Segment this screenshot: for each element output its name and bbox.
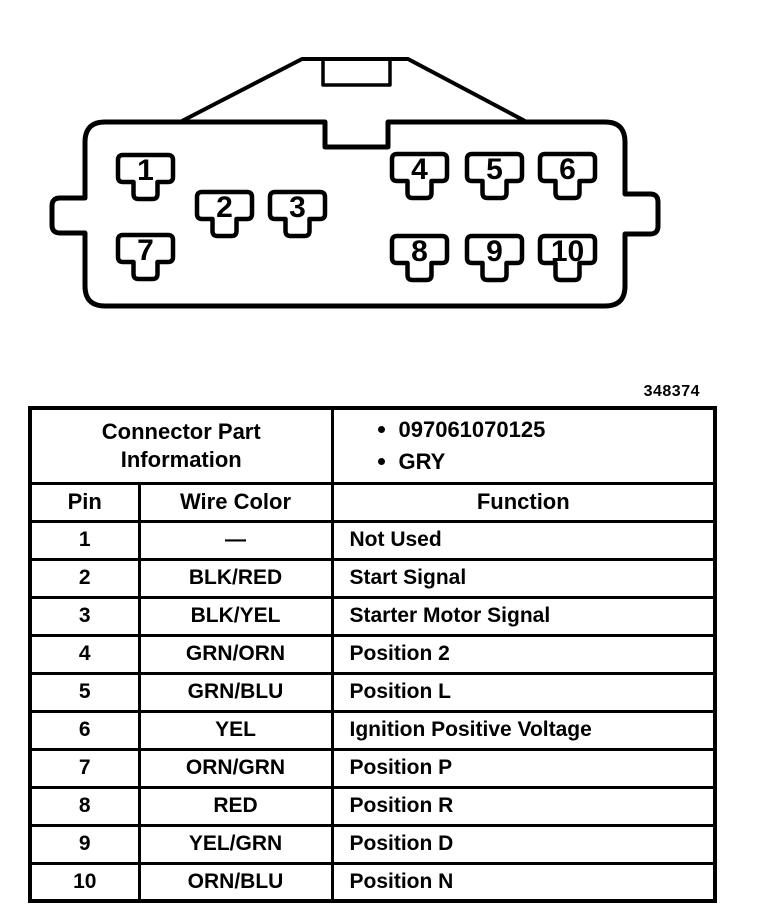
table-row: 1 — Not Used: [28, 519, 717, 561]
function-cell: Starter Motor Signal: [330, 595, 717, 637]
function-cell: Position P: [330, 747, 717, 789]
column-header-pin: Pin: [28, 481, 141, 523]
function-cell: Position 2: [330, 633, 717, 675]
part-number-item: 097061070125: [377, 414, 714, 446]
pin-9-label: 9: [486, 235, 503, 268]
function-cell: Ignition Positive Voltage: [330, 709, 717, 751]
pin-4-label: 4: [411, 153, 428, 186]
pin-cell: 1: [28, 519, 141, 561]
pin-6-label: 6: [559, 153, 576, 186]
function-cell: Position D: [330, 823, 717, 865]
function-cell: Position L: [330, 671, 717, 713]
connector-color-item: GRY: [377, 446, 714, 478]
part-info-header-cell: Connector Part Information: [28, 406, 334, 485]
pin-cell: 2: [28, 557, 141, 599]
wire-cell: ORN/BLU: [137, 861, 334, 903]
pin-3-label: 3: [289, 191, 306, 224]
wire-cell: GRN/ORN: [137, 633, 334, 675]
wire-cell: YEL: [137, 709, 334, 751]
pin-cell: 7: [28, 747, 141, 789]
column-header-function: Function: [330, 481, 717, 523]
table-row: 9 YEL/GRN Position D: [28, 823, 717, 865]
pin-1-label: 1: [137, 154, 154, 187]
pin-cell: 3: [28, 595, 141, 637]
connector-lock-ramp: [181, 57, 526, 123]
pinout-table: Connector Part Information 097061070125 …: [28, 406, 717, 904]
pin-cell: 10: [28, 861, 141, 903]
table-row: 7 ORN/GRN Position P: [28, 747, 717, 789]
part-info-row: Connector Part Information 097061070125 …: [28, 406, 717, 485]
function-cell: Start Signal: [330, 557, 717, 599]
pin-7-label: 7: [137, 234, 154, 267]
wire-cell: YEL/GRN: [137, 823, 334, 865]
pin-cell: 9: [28, 823, 141, 865]
part-info-label: Connector Part Information: [101, 419, 261, 472]
function-cell: Position R: [330, 785, 717, 827]
wire-cell: GRN/BLU: [137, 671, 334, 713]
bullet-icon: [377, 458, 385, 466]
pin-cell: 4: [28, 633, 141, 675]
connector-color: GRY: [398, 448, 446, 474]
pin-5-label: 5: [486, 153, 503, 186]
table-row: 3 BLK/YEL Starter Motor Signal: [28, 595, 717, 637]
connector-diagram: 1 2 3 4 5 6 7 8 9 10: [49, 57, 661, 309]
pin-cell: 6: [28, 709, 141, 751]
function-cell: Position N: [330, 861, 717, 903]
pin-8-label: 8: [411, 235, 428, 268]
pin-10-label: 10: [551, 235, 584, 268]
wire-cell: BLK/RED: [137, 557, 334, 599]
column-header-wire: Wire Color: [137, 481, 334, 523]
bullet-icon: [377, 426, 385, 434]
wire-cell: —: [137, 519, 334, 561]
pin-cell: 5: [28, 671, 141, 713]
part-info-values-cell: 097061070125 GRY: [330, 406, 717, 485]
table-row: 6 YEL Ignition Positive Voltage: [28, 709, 717, 751]
connector-lock-tab: [321, 60, 392, 87]
pin-cell: 8: [28, 785, 141, 827]
table-row: 2 BLK/RED Start Signal: [28, 557, 717, 599]
wire-cell: ORN/GRN: [137, 747, 334, 789]
table-row: 10 ORN/BLU Position N: [28, 861, 717, 903]
wire-cell: BLK/YEL: [137, 595, 334, 637]
table-row: 5 GRN/BLU Position L: [28, 671, 717, 713]
figure-number: 348374: [643, 383, 700, 400]
function-cell: Not Used: [330, 519, 717, 561]
table-row: 8 RED Position R: [28, 785, 717, 827]
pin-2-label: 2: [216, 191, 233, 224]
part-number: 097061070125: [398, 417, 546, 442]
column-header-row: Pin Wire Color Function: [28, 481, 717, 523]
table-row: 4 GRN/ORN Position 2: [28, 633, 717, 675]
wire-cell: RED: [137, 785, 334, 827]
